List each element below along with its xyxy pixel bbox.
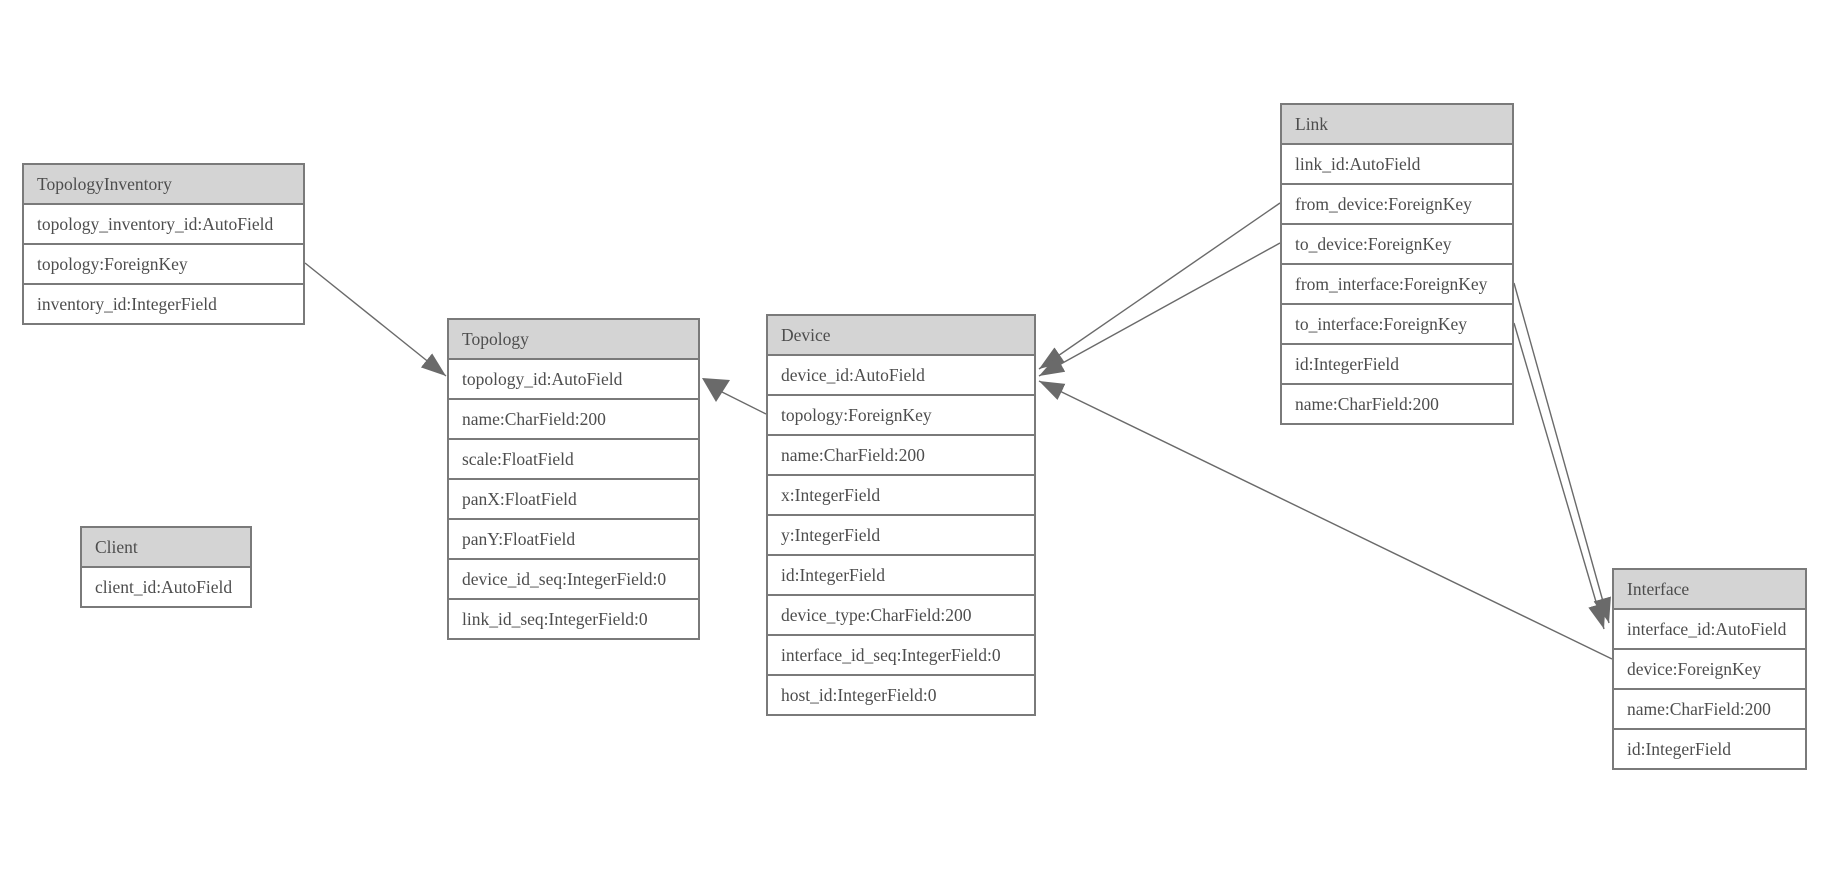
entity-field: to_interface:ForeignKey: [1282, 303, 1512, 343]
entity-field: x:IntegerField: [768, 474, 1034, 514]
entity-field: scale:FloatField: [449, 438, 698, 478]
entity-field: id:IntegerField: [1614, 728, 1805, 768]
entity-field: panY:FloatField: [449, 518, 698, 558]
edge-link-tointerface-interface-line: [1513, 322, 1606, 630]
entity-device-title: Device: [768, 316, 1034, 354]
entity-field: id:IntegerField: [768, 554, 1034, 594]
entity-client-title: Client: [82, 528, 250, 566]
entity-client-fields: client_id:AutoField: [82, 566, 250, 606]
entity-topology-title: Topology: [449, 320, 698, 358]
edge-link-todevice-device-line: [1038, 242, 1281, 377]
entity-field: device_id_seq:IntegerField:0: [449, 558, 698, 598]
entity-field: topology:ForeignKey: [768, 394, 1034, 434]
edge-topologyinventory-topology-line: [304, 262, 447, 377]
entity-field: host_id:IntegerField:0: [768, 674, 1034, 714]
entity-topologyinventory-title: TopologyInventory: [24, 165, 303, 203]
entity-field: device_type:CharField:200: [768, 594, 1034, 634]
edge-device-topology-line: [721, 391, 767, 415]
edge-link-frominterface-interface-line: [1513, 282, 1611, 624]
entity-field: from_interface:ForeignKey: [1282, 263, 1512, 303]
edge-link-fromdevice-device-line: [1038, 202, 1281, 370]
entity-field: link_id_seq:IntegerField:0: [449, 598, 698, 638]
entity-field: panX:FloatField: [449, 478, 698, 518]
entity-field: name:CharField:200: [1282, 383, 1512, 423]
entity-field: id:IntegerField: [1282, 343, 1512, 383]
entity-field: topology:ForeignKey: [24, 243, 303, 283]
entity-interface-title: Interface: [1614, 570, 1805, 608]
entity-field: interface_id:AutoField: [1614, 608, 1805, 648]
entity-field: interface_id_seq:IntegerField:0: [768, 634, 1034, 674]
arrowhead-device-topology: [702, 378, 730, 402]
entity-field: topology_id:AutoField: [449, 358, 698, 398]
entity-field: y:IntegerField: [768, 514, 1034, 554]
entity-field: name:CharField:200: [768, 434, 1034, 474]
entity-field: device_id:AutoField: [768, 354, 1034, 394]
entity-field: link_id:AutoField: [1282, 143, 1512, 183]
entity-link-title: Link: [1282, 105, 1512, 143]
entity-client: Client client_id:AutoField: [80, 526, 252, 608]
entity-field: from_device:ForeignKey: [1282, 183, 1512, 223]
entity-field: client_id:AutoField: [82, 566, 250, 606]
entity-field: device:ForeignKey: [1614, 648, 1805, 688]
entity-topologyinventory: TopologyInventory topology_inventory_id:…: [22, 163, 305, 325]
entity-field: to_device:ForeignKey: [1282, 223, 1512, 263]
entity-field: name:CharField:200: [1614, 688, 1805, 728]
entity-field: topology_inventory_id:AutoField: [24, 203, 303, 243]
entity-field: name:CharField:200: [449, 398, 698, 438]
edge-interface-device-line: [1038, 380, 1613, 660]
entity-field: inventory_id:IntegerField: [24, 283, 303, 323]
